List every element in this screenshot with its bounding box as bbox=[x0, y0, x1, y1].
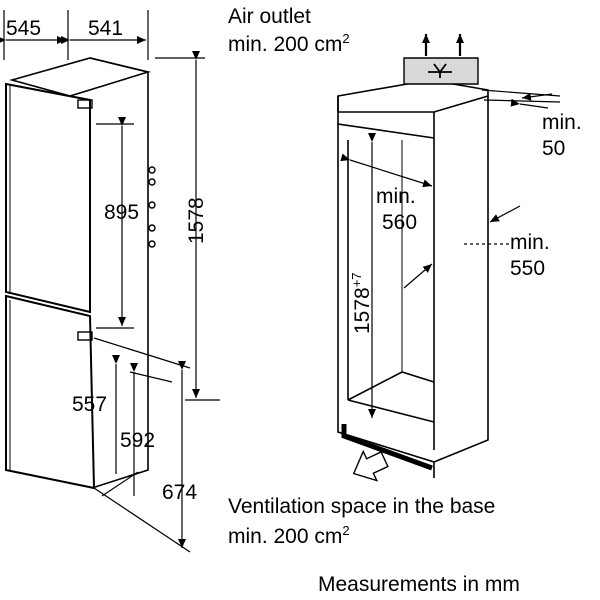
rear-gap-dimension bbox=[481, 89, 561, 109]
ventilation-min-text: min. 200 cm bbox=[228, 525, 343, 548]
units-note: Measurements in mm bbox=[318, 573, 520, 596]
niche-inner-floor-2 bbox=[347, 399, 435, 423]
niche-width-min-label: min. bbox=[376, 185, 416, 208]
niche-depth-dimension bbox=[403, 205, 521, 289]
top-depth-dimension bbox=[0, 10, 149, 60]
upper-door-label: 895 bbox=[104, 201, 140, 224]
niche-top bbox=[337, 79, 489, 113]
niche-width-value-label: 560 bbox=[382, 211, 418, 234]
niche-height-value: 1578 bbox=[351, 287, 374, 334]
niche-base bbox=[337, 420, 435, 478]
air-outlet-min: min. 200 cm2 bbox=[228, 31, 350, 56]
lower-dim-2-label: 592 bbox=[120, 429, 156, 452]
lower-dim-3-label: 674 bbox=[162, 481, 198, 504]
lower-handle bbox=[77, 331, 93, 341]
depth-outer-label: 545 bbox=[6, 17, 42, 40]
appliance-drawing bbox=[5, 57, 152, 490]
upper-handle bbox=[77, 99, 93, 109]
upper-door bbox=[5, 82, 91, 314]
total-height-dimension bbox=[155, 51, 220, 401]
depth-inner-label: 541 bbox=[88, 17, 124, 40]
niche-height-tolerance: +7 bbox=[349, 272, 364, 288]
niche-width-dimension bbox=[340, 153, 433, 188]
air-outlet-arrows bbox=[422, 34, 464, 56]
niche-base-shadow bbox=[341, 424, 433, 471]
upper-door-dimension bbox=[96, 117, 134, 329]
niche-top-front bbox=[337, 96, 435, 139]
rear-gap-min-label: min. bbox=[542, 111, 582, 134]
niche-right-side bbox=[433, 96, 489, 463]
total-height-label: 1578 bbox=[185, 197, 208, 244]
rear-gap-value-label: 50 bbox=[542, 137, 566, 160]
ventilation-exponent: 2 bbox=[342, 523, 350, 538]
lower-door bbox=[5, 294, 96, 490]
fan-icon bbox=[428, 63, 452, 78]
appliance-top-face bbox=[9, 57, 152, 97]
air-outlet-min-text: min. 200 cm bbox=[228, 33, 343, 56]
ventilation-title: Ventilation space in the base bbox=[228, 495, 496, 518]
ventilation-min: min. 200 cm2 bbox=[228, 523, 350, 548]
appliance-side-face bbox=[89, 57, 149, 489]
base-vent-arrow bbox=[352, 449, 389, 482]
air-outlet-title: Air outlet bbox=[228, 5, 311, 28]
vent-grille bbox=[403, 57, 479, 85]
lower-dim-1-label: 557 bbox=[72, 393, 108, 416]
niche-depth-value-label: 550 bbox=[510, 257, 546, 280]
hinge-group bbox=[148, 166, 156, 248]
niche-inner-floor bbox=[347, 371, 435, 401]
air-outlet-exponent: 2 bbox=[342, 31, 350, 46]
niche-depth-min-label: min. bbox=[510, 231, 550, 254]
lower-dimensions bbox=[93, 337, 191, 553]
niche-height-label: 1578+7 bbox=[349, 272, 374, 334]
